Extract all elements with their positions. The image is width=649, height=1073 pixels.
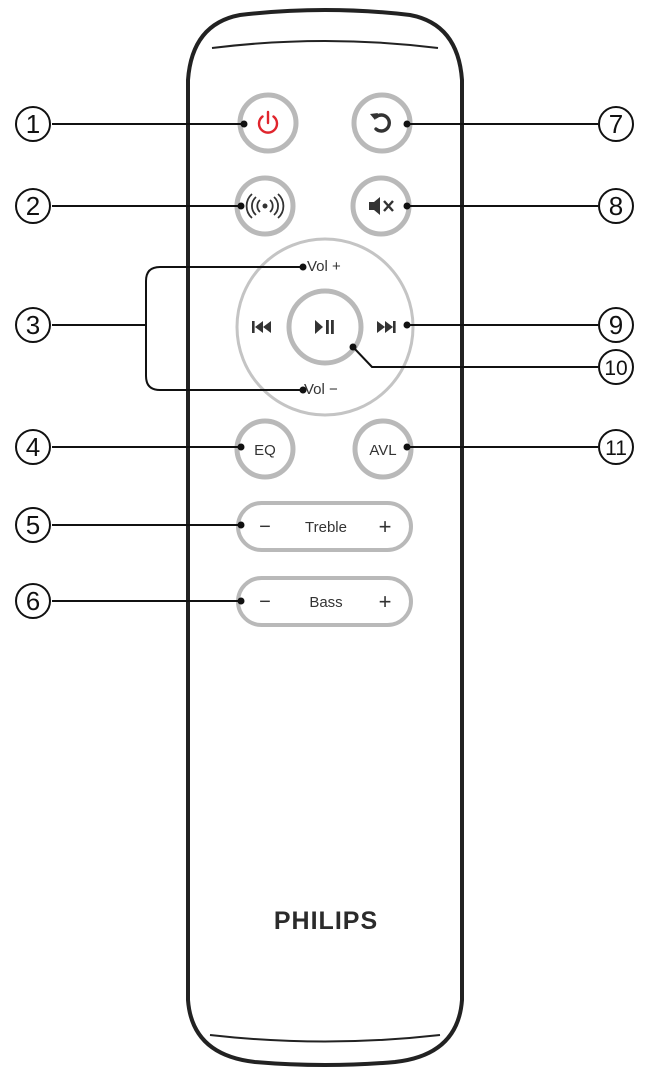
- callout-5-number: 5: [26, 510, 40, 540]
- bass-minus[interactable]: −: [259, 591, 271, 613]
- callout-11-number: 11: [605, 437, 627, 460]
- callout-4: 4: [15, 429, 51, 465]
- bass-label: Bass: [309, 594, 342, 611]
- callout-1-number: 1: [26, 109, 40, 139]
- callout-9-number: 9: [609, 310, 623, 340]
- bass-rocker[interactable]: − Bass +: [236, 576, 413, 627]
- previous-track-icon: [252, 321, 271, 333]
- callout-9: 9: [598, 307, 634, 343]
- callout-8: 8: [598, 188, 634, 224]
- callout-1: 1: [15, 106, 51, 142]
- vol-up-label[interactable]: Vol +: [307, 258, 341, 275]
- previous-track-button[interactable]: [252, 321, 271, 333]
- callout-2: 2: [15, 188, 51, 224]
- callout-5: 5: [15, 507, 51, 543]
- callout-8-number: 8: [609, 191, 623, 221]
- avl-label: AVL: [369, 442, 396, 459]
- next-track-button[interactable]: [377, 321, 396, 333]
- eq-button[interactable]: EQ: [234, 418, 296, 480]
- source-cycle-icon: [370, 113, 391, 133]
- callout-3: 3: [15, 307, 51, 343]
- play-pause-button[interactable]: [286, 288, 364, 366]
- callout-2-number: 2: [26, 191, 40, 221]
- mute-icon: [369, 197, 394, 215]
- callout-3-number: 3: [26, 310, 40, 340]
- leader-lines: [52, 120, 598, 605]
- play-pause-icon: [315, 320, 334, 334]
- callout-11: 11: [598, 429, 634, 465]
- callout-10-number: 10: [604, 357, 627, 380]
- brand-logo: PHILIPS: [274, 907, 378, 935]
- source-button[interactable]: [351, 92, 413, 154]
- vol-down-label[interactable]: Vol −: [304, 381, 338, 398]
- callout-10: 10: [598, 349, 634, 385]
- bass-plus[interactable]: +: [379, 589, 392, 614]
- bluetooth-pairing-icon: [245, 193, 285, 219]
- bluetooth-button[interactable]: [234, 175, 296, 237]
- avl-button[interactable]: AVL: [352, 418, 414, 480]
- next-track-icon: [377, 321, 396, 333]
- callout-4-number: 4: [26, 432, 40, 462]
- callout-7: 7: [598, 106, 634, 142]
- callout-6-number: 6: [26, 586, 40, 616]
- callout-7-number: 7: [609, 109, 623, 139]
- power-icon: [257, 110, 279, 134]
- treble-label: Treble: [305, 519, 347, 536]
- power-button[interactable]: [237, 92, 299, 154]
- eq-label: EQ: [254, 442, 276, 459]
- mute-button[interactable]: [350, 175, 412, 237]
- callout-6: 6: [15, 583, 51, 619]
- treble-rocker[interactable]: − Treble +: [236, 501, 413, 552]
- treble-minus[interactable]: −: [259, 516, 271, 538]
- treble-plus[interactable]: +: [379, 514, 392, 539]
